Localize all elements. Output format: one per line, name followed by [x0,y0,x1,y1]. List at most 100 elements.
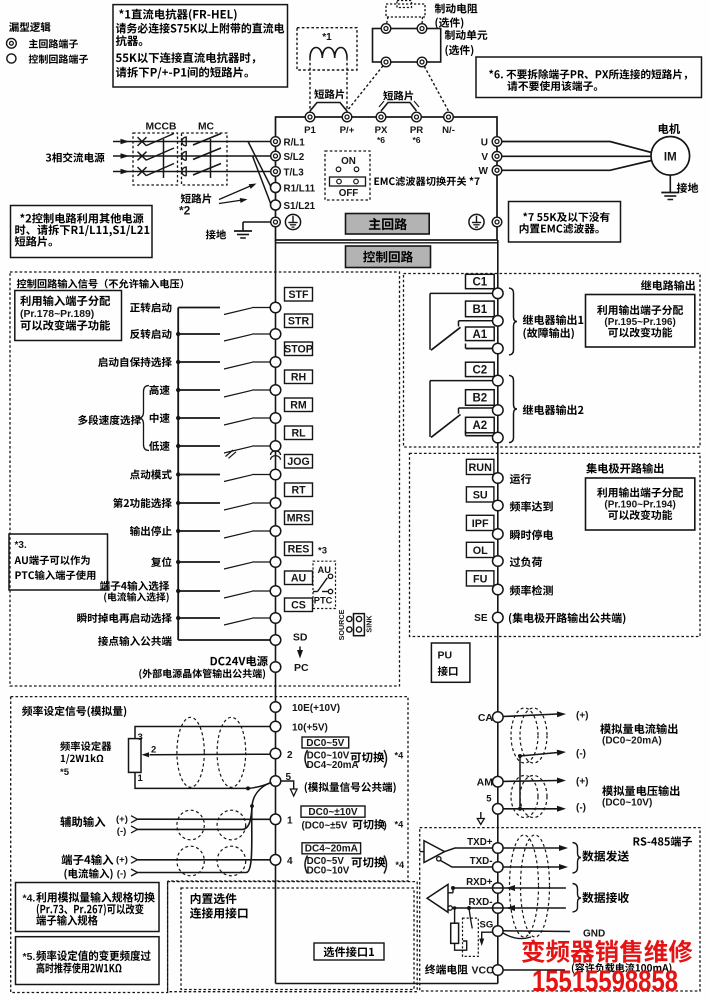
svg-text:DC0~5V: DC0~5V [307,856,345,867]
svg-text:(Pr.190~Pr.194): (Pr.190~Pr.194) [604,500,675,511]
svg-text:(Pr.178~Pr.189): (Pr.178~Pr.189) [20,309,94,320]
svg-text:*1: *1 [322,32,332,43]
svg-text:SD: SD [293,632,308,644]
svg-text:R/L1: R/L1 [284,137,306,148]
svg-text:STF: STF [288,289,309,301]
svg-text:B2: B2 [472,393,487,405]
svg-text:MC: MC [198,122,215,133]
svg-text:(+): (+) [576,711,589,722]
svg-text:RUN: RUN [468,462,492,474]
svg-text:N/-: N/- [442,125,455,136]
svg-text:PTC: PTC [314,596,333,606]
svg-text:RES: RES [288,543,310,555]
svg-text:RXD+: RXD+ [466,877,493,888]
svg-text:10E(+10V): 10E(+10V) [292,703,340,714]
svg-text:): ) [384,821,387,832]
svg-text:(+): (+) [576,777,589,788]
svg-text:4: 4 [287,856,293,867]
svg-text:PC: PC [294,662,309,674]
svg-text:DC0~10V: DC0~10V [307,750,350,761]
svg-text:3: 3 [138,732,143,743]
svg-text:PR: PR [410,125,423,136]
svg-text:DC4~20mA: DC4~20mA [305,844,358,855]
svg-text:RXD-: RXD- [469,897,493,908]
svg-text:A2: A2 [472,420,487,432]
svg-text:*4: *4 [395,860,405,870]
svg-text:MRS: MRS [287,512,311,524]
svg-text:W: W [479,166,489,177]
svg-text:IPF: IPF [472,518,489,530]
svg-text:SU: SU [473,490,488,502]
svg-text:5: 5 [486,794,492,805]
svg-text:RH: RH [291,371,306,383]
svg-text:IM: IM [664,151,677,163]
svg-text:(-): (-) [576,749,586,760]
svg-text:10(+5V): 10(+5V) [292,723,328,734]
svg-text:AU: AU [318,565,332,575]
svg-text:DC0~5V: DC0~5V [306,738,344,749]
svg-text:*4: *4 [395,820,405,830]
svg-text:C2: C2 [472,365,487,377]
svg-text:2: 2 [287,750,293,761]
svg-text:SOURCE: SOURCE [337,609,346,640]
svg-text:MCCB: MCCB [146,122,177,133]
svg-text:R1/L11: R1/L11 [284,183,316,194]
svg-text:(+): (+) [116,854,128,865]
svg-text:15515598858: 15515598858 [532,965,678,998]
svg-text:AM: AM [477,777,494,789]
svg-text:1: 1 [287,816,293,827]
svg-text:T/L3: T/L3 [284,167,305,178]
svg-text:AU: AU [291,572,306,584]
svg-text:S/L2: S/L2 [284,152,305,163]
svg-text:STR: STR [288,315,310,327]
svg-text:*4.: *4. [23,893,36,905]
svg-text:CS: CS [291,599,306,611]
svg-text:VCC: VCC [472,965,495,977]
svg-text:C1: C1 [472,277,487,289]
svg-text:SG: SG [480,920,494,931]
svg-text:TXD-: TXD- [470,856,493,867]
svg-text:JOG: JOG [287,456,309,468]
svg-text:DC4~20mA: DC4~20mA [307,760,359,771]
svg-text:(DC0~10V): (DC0~10V) [602,798,652,809]
svg-text:SINK: SINK [365,615,374,633]
svg-text:SE: SE [474,613,488,624]
svg-text:RM: RM [290,399,307,411]
svg-text:U: U [481,137,488,148]
svg-text:5: 5 [285,772,291,783]
svg-text:OFF: OFF [339,188,359,199]
svg-text:*2: *2 [179,204,191,218]
svg-text:CA: CA [478,712,494,724]
svg-text:(-): (-) [117,868,127,879]
svg-text:DC0~±10V: DC0~±10V [308,807,357,818]
svg-text:OL: OL [473,545,488,557]
svg-text:ON: ON [341,156,356,167]
svg-text:(DC0~±5V: (DC0~±5V [302,821,348,832]
svg-text:S1/L21: S1/L21 [284,201,316,212]
svg-text:*6: *6 [412,135,420,145]
svg-text:*6: *6 [377,135,385,145]
svg-text:(DC0~20mA): (DC0~20mA) [602,736,662,747]
svg-text:(Pr.195~Pr.196): (Pr.195~Pr.196) [604,317,675,328]
svg-text:PU: PU [438,650,453,662]
svg-text:FU: FU [473,574,488,586]
svg-text:*3.: *3. [15,540,27,551]
svg-text:DC0~10V: DC0~10V [307,866,350,877]
svg-text:V: V [481,152,488,163]
svg-text:2: 2 [151,745,156,756]
svg-text:B1: B1 [472,304,487,316]
svg-text:(-): (-) [576,803,586,814]
svg-text:*5.: *5. [23,951,36,963]
svg-text:P/+: P/+ [340,125,355,136]
svg-text:RL: RL [291,427,306,439]
svg-text:A1: A1 [472,329,487,341]
svg-text:P1: P1 [304,125,316,136]
svg-text:(+): (+) [116,814,128,825]
svg-text:TXD+: TXD+ [467,837,493,848]
svg-text:1: 1 [138,773,144,784]
svg-text:*5: *5 [60,767,70,778]
svg-text:*4: *4 [395,751,405,761]
svg-text:PX: PX [375,125,388,136]
svg-text:*3: *3 [318,546,327,557]
svg-text:(-): (-) [117,826,127,837]
